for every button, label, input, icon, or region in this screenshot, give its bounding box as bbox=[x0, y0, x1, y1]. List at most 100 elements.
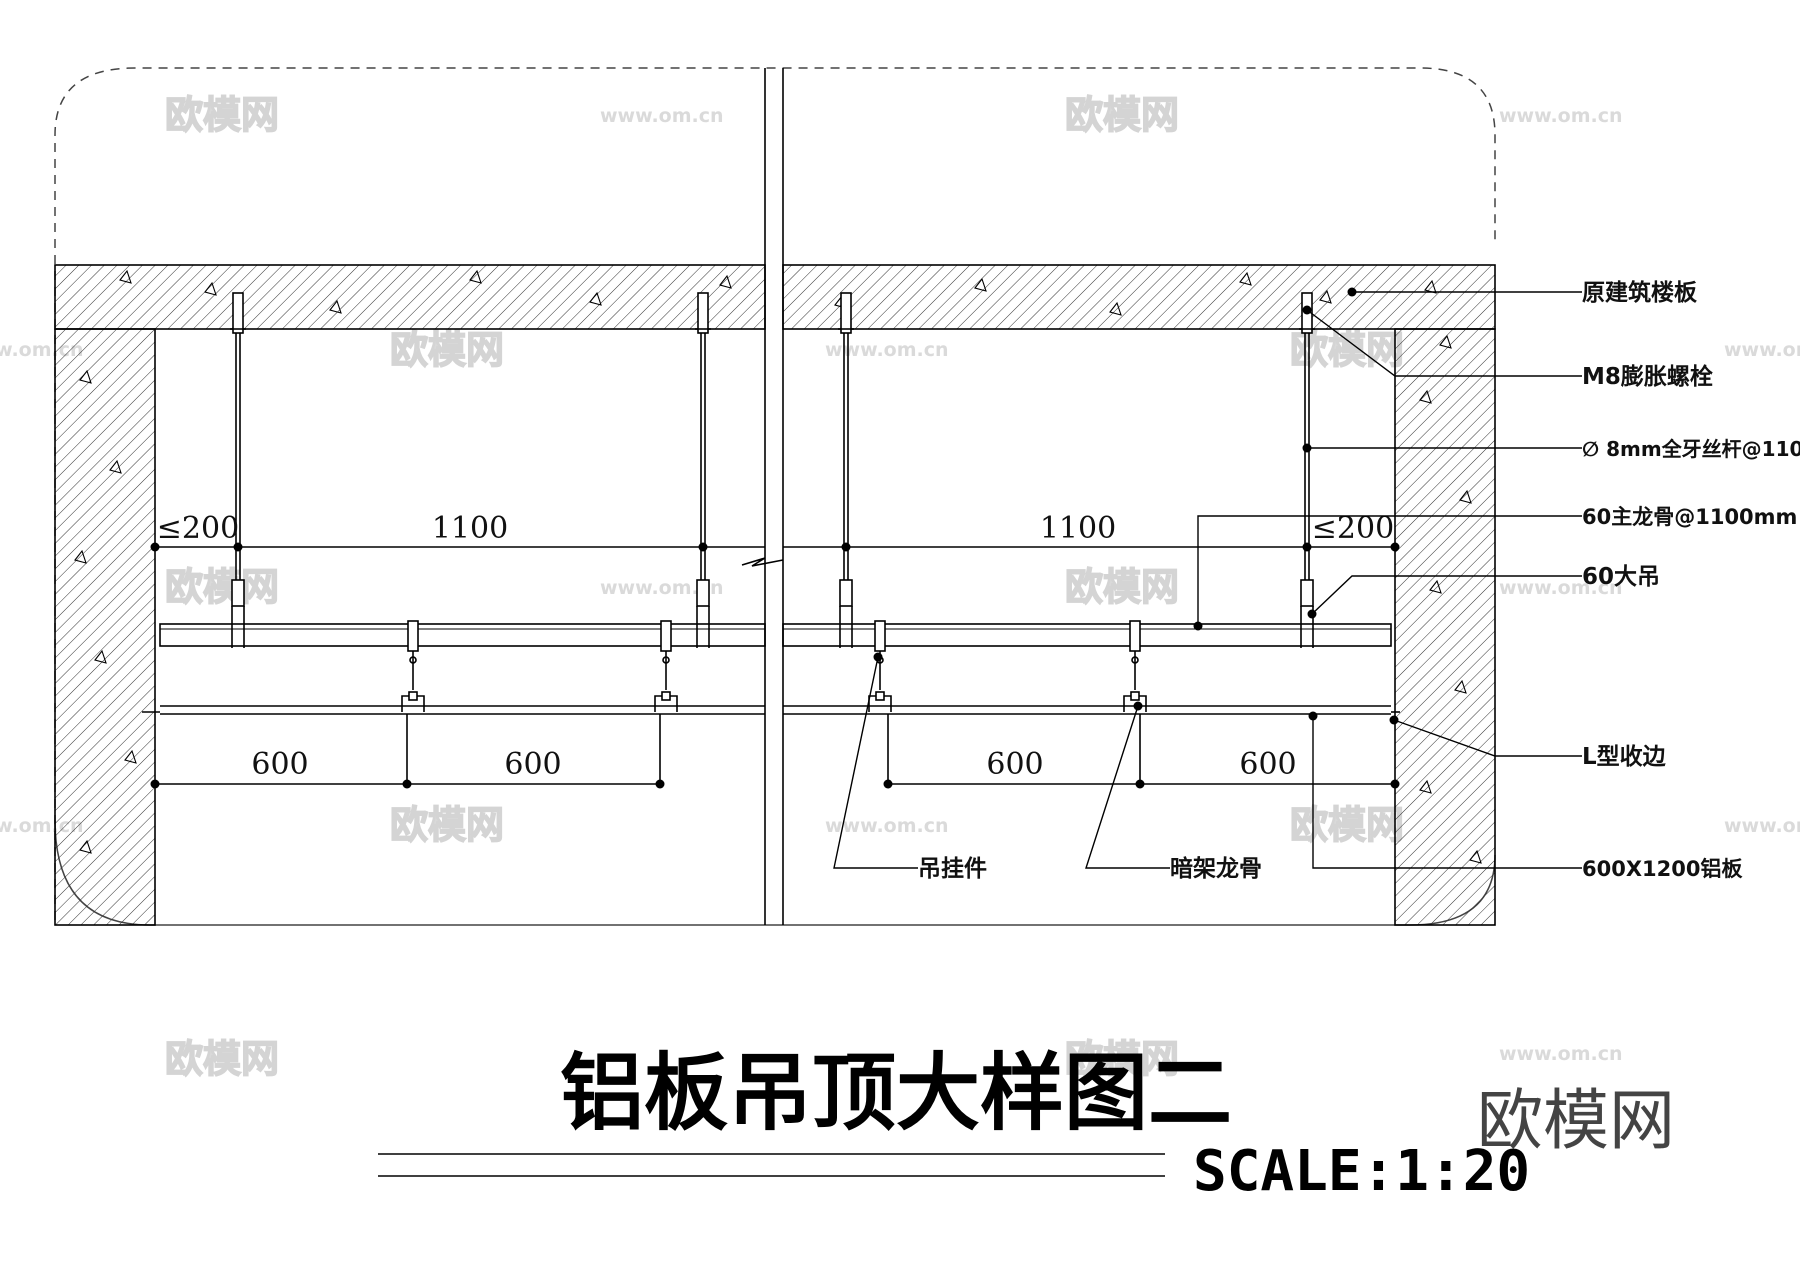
aggregate-mark bbox=[469, 269, 482, 284]
aggregate-mark bbox=[94, 649, 107, 664]
watermark-url: www.om.cn bbox=[1724, 815, 1800, 837]
aggregate-mark bbox=[1429, 579, 1442, 594]
drawing-title: 铝板吊顶大样图二 bbox=[560, 1044, 1232, 1142]
expansion-bolt bbox=[840, 292, 852, 334]
leader-dots bbox=[873, 287, 1399, 725]
main-hanger bbox=[696, 579, 710, 607]
label-l-trim: L型收边 bbox=[1582, 743, 1667, 770]
aggregate-mark bbox=[1109, 301, 1122, 316]
aggregate-mark bbox=[1419, 389, 1432, 404]
aggregate-mark bbox=[974, 277, 987, 292]
hanging-clip-bolt bbox=[409, 656, 417, 664]
label-threaded-rod: ∅ 8mm全牙丝杆@1100mm bbox=[1582, 437, 1800, 461]
watermark-brand: 欧模网 bbox=[1065, 565, 1179, 609]
watermark-brand: 欧模网 bbox=[1290, 328, 1404, 372]
concealed-keel-clip-nut bbox=[1130, 691, 1140, 701]
hanging-clip bbox=[874, 620, 886, 652]
concealed-keel-clip-nut bbox=[408, 691, 418, 701]
dim-tick bbox=[150, 542, 160, 552]
dim-right-span: 1100 bbox=[1040, 511, 1116, 546]
hanging-clip-bolt bbox=[662, 656, 670, 664]
watermark-brand: 欧模网 bbox=[390, 803, 504, 847]
floor-slab-right bbox=[782, 264, 1496, 330]
right-wall bbox=[1394, 328, 1496, 926]
label-concealed-keel: 暗架龙骨 bbox=[1170, 855, 1262, 882]
watermark-brand: 欧模网 bbox=[390, 328, 504, 372]
dim-tick bbox=[1390, 779, 1400, 789]
aggregate-mark bbox=[329, 299, 342, 314]
aggregate-mark bbox=[79, 369, 92, 384]
watermark-layer: 欧模网欧模网欧模网欧模网欧模网欧模网欧模网欧模网欧模网欧模网www.om.cnw… bbox=[0, 92, 1800, 1082]
watermark-url: www.om.cn bbox=[600, 105, 724, 127]
hanging-clip bbox=[1129, 620, 1141, 652]
dim-bottom-right-1: 600 bbox=[986, 747, 1043, 782]
aggregate-mark bbox=[1439, 334, 1452, 349]
main-keel bbox=[159, 623, 766, 647]
brand-logo: 欧模网 bbox=[1477, 1082, 1675, 1159]
label-main-hanger: 60大吊 bbox=[1582, 564, 1660, 590]
label-hanging-clip: 吊挂件 bbox=[918, 856, 987, 882]
concealed-keel-clip-nut bbox=[875, 691, 885, 701]
dim-tick bbox=[233, 542, 243, 552]
hanging-clip bbox=[407, 620, 419, 652]
drawing-scale: SCALE:1:20 bbox=[1193, 1139, 1530, 1204]
section-frame-dashed bbox=[54, 67, 1496, 920]
aggregate-mark bbox=[589, 291, 602, 306]
watermark-brand: 欧模网 bbox=[1065, 1037, 1179, 1081]
left-wall bbox=[54, 328, 156, 926]
watermark-url: www.om.cn bbox=[600, 577, 724, 599]
aggregate-mark bbox=[1459, 489, 1472, 504]
aggregate-mark bbox=[1469, 849, 1482, 864]
dim-tick bbox=[841, 542, 851, 552]
dim-tick bbox=[1302, 542, 1312, 552]
aggregate-mark bbox=[204, 281, 217, 296]
aggregate-mark bbox=[1239, 271, 1252, 286]
watermark-url: www.om.cn bbox=[1499, 577, 1623, 599]
dim-tick bbox=[150, 779, 160, 789]
watermark-url: www.om.cn bbox=[825, 815, 949, 837]
aggregate-mark bbox=[1319, 289, 1332, 304]
dim-bottom-left-1: 600 bbox=[251, 747, 308, 782]
break-line bbox=[741, 68, 784, 925]
leader-lines bbox=[833, 291, 1582, 869]
aggregate-mark bbox=[1454, 679, 1467, 694]
aggregate-mark bbox=[119, 269, 132, 284]
aggregate-mark bbox=[74, 549, 87, 564]
aggregate-mark bbox=[79, 839, 92, 854]
concealed-keel-clip-nut bbox=[661, 691, 671, 701]
label-aluminum-panel: 600X1200铝板 bbox=[1582, 857, 1743, 881]
expansion-bolt bbox=[232, 292, 244, 334]
main-hanger bbox=[231, 579, 245, 607]
dim-right-edge: ≤200 bbox=[1312, 511, 1394, 546]
main-keel-right bbox=[782, 623, 1392, 647]
watermark-brand: 欧模网 bbox=[165, 93, 279, 137]
dim-left-span: 1100 bbox=[432, 511, 508, 546]
watermark-url: www.om.cn bbox=[1499, 1043, 1623, 1065]
dim-tick bbox=[1390, 542, 1400, 552]
floor-slab bbox=[54, 264, 766, 330]
watermark-url: www.om.cn bbox=[1724, 339, 1800, 361]
dim-left-edge: ≤200 bbox=[157, 511, 239, 546]
label-floor-slab: 原建筑楼板 bbox=[1582, 279, 1698, 306]
dim-bottom-right-2: 600 bbox=[1239, 747, 1296, 782]
aggregate-mark bbox=[109, 459, 122, 474]
main-hanger bbox=[1300, 579, 1314, 607]
watermark-brand: 欧模网 bbox=[1065, 93, 1179, 137]
watermark-brand: 欧模网 bbox=[165, 1037, 279, 1081]
dim-bottom-left-2: 600 bbox=[504, 747, 561, 782]
aggregate-mark bbox=[1419, 779, 1432, 794]
watermark-url: www.om.cn bbox=[1499, 105, 1623, 127]
concrete-aggregate-marks bbox=[74, 269, 1482, 864]
label-main-keel: 60主龙骨@1100mm bbox=[1582, 505, 1797, 529]
watermark-brand: 欧模网 bbox=[165, 565, 279, 609]
watermark-brand: 欧模网 bbox=[1290, 803, 1404, 847]
dim-tick bbox=[698, 542, 708, 552]
label-expansion-bolt: M8膨胀螺栓 bbox=[1582, 364, 1713, 390]
section-frame-lower bbox=[54, 819, 1496, 926]
hanging-clip-bolt bbox=[1131, 656, 1139, 664]
aggregate-mark bbox=[124, 749, 137, 764]
hanging-clip bbox=[660, 620, 672, 652]
main-hanger bbox=[839, 579, 853, 607]
expansion-bolt bbox=[697, 292, 709, 334]
